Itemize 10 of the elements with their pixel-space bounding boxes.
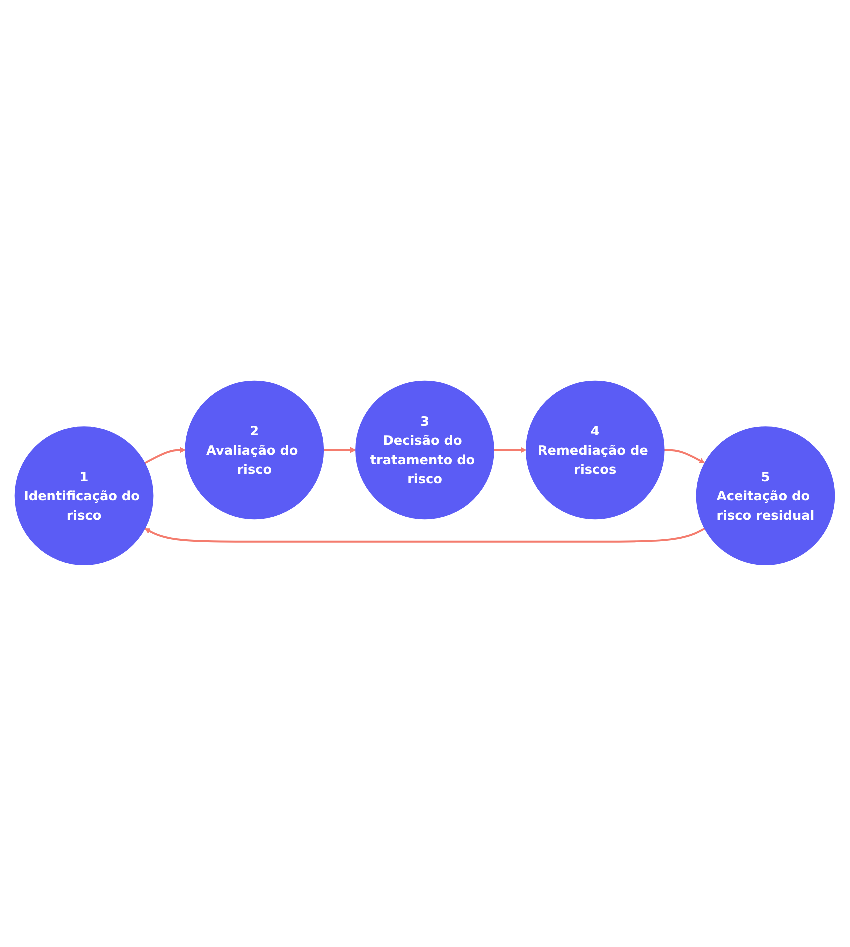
arrow <box>494 448 526 454</box>
arrow <box>324 448 356 454</box>
arrow <box>664 450 706 464</box>
node-circle: 3 Decisão do tratamento do risco <box>356 381 494 520</box>
node-circle: 5 Aceitação do risco residual <box>696 426 836 566</box>
node-circle: 1 Identificação do risco <box>14 426 154 566</box>
arrow <box>144 448 186 465</box>
node-circle: 4 Remediação de riscos <box>526 381 665 520</box>
node-circle: 2 Avaliação do risco <box>185 381 324 520</box>
arrow <box>144 528 706 544</box>
